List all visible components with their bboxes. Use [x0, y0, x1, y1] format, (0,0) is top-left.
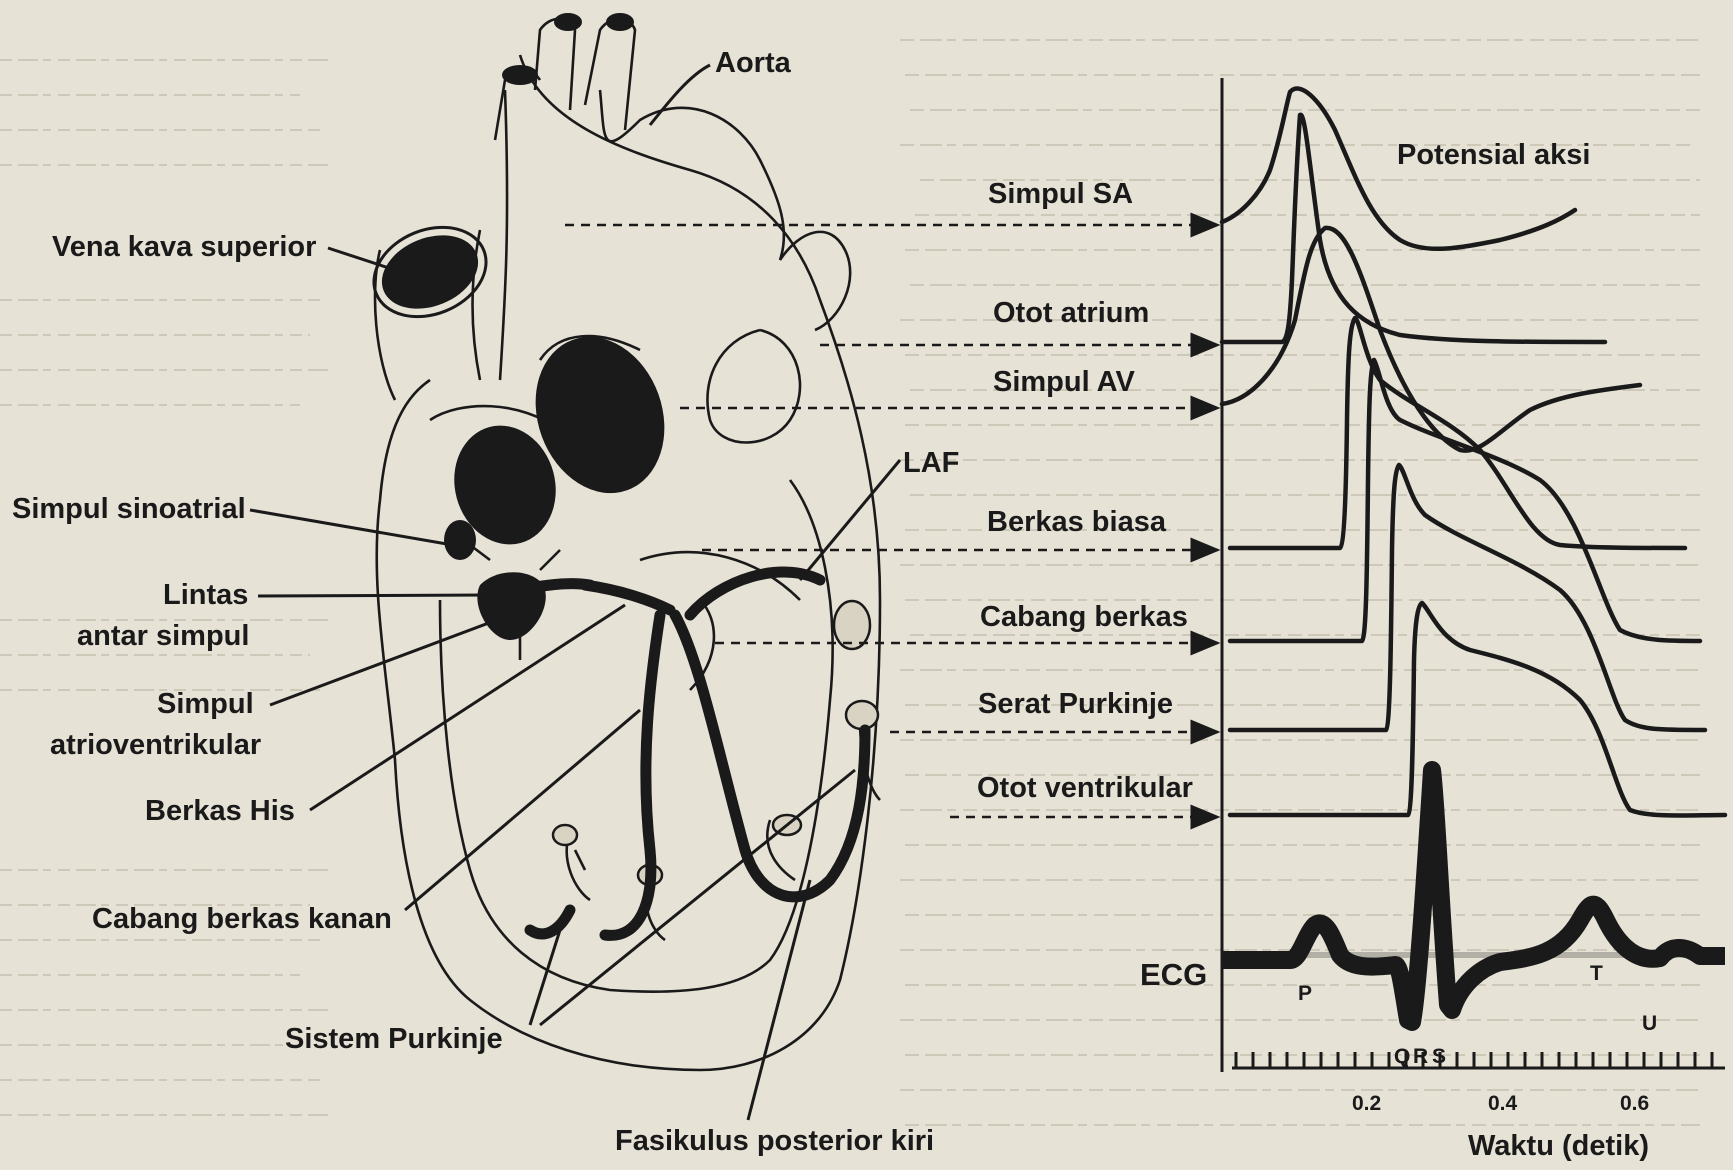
- ecg-wave-t: T: [1590, 962, 1603, 985]
- ecg-wave-r: R: [1413, 1045, 1428, 1068]
- ecg-wave-q: Q: [1394, 1045, 1410, 1068]
- sa-node: [477, 572, 545, 640]
- trace-berkas-biasa: [1230, 318, 1685, 548]
- time-axis-label: Waktu (detik): [1468, 1130, 1649, 1162]
- label-fasikulus-posterior-kiri: Fasikulus posterior kiri: [615, 1125, 934, 1157]
- label-berkas-biasa: Berkas biasa: [987, 506, 1167, 538]
- label-vena-kava-superior: Vena kava superior: [52, 231, 316, 263]
- label-berkas-his: Berkas His: [145, 795, 295, 827]
- label-aorta: Aorta: [715, 47, 792, 79]
- heart-outline: [377, 55, 880, 1070]
- ecg-wave-p: P: [1298, 982, 1312, 1005]
- label-otot-ventrikular: Otot ventrikular: [977, 772, 1193, 804]
- label-sistem-purkinje: Sistem Purkinje: [285, 1023, 503, 1055]
- action-potential-traces: [1222, 78, 1725, 1072]
- label-simpul-av: Simpul AV: [993, 366, 1135, 398]
- label-cabang-berkas: Cabang berkas: [980, 601, 1188, 633]
- label-lintas-line1: Lintas: [163, 579, 248, 611]
- label-simpul-sinoatrial: Simpul sinoatrial: [12, 493, 246, 525]
- label-ecg: ECG: [1140, 957, 1207, 992]
- label-serat-purkinje: Serat Purkinje: [978, 688, 1173, 720]
- time-tick-0-6: 0.6: [1620, 1092, 1649, 1115]
- label-lintas-line2: antar simpul: [77, 620, 249, 652]
- time-tick-0-2: 0.2: [1352, 1092, 1381, 1115]
- label-cabang-berkas-kanan: Cabang berkas kanan: [92, 903, 392, 935]
- label-laf: LAF: [903, 447, 959, 479]
- ecg-trace-group: ECG P Q R S T U: [1140, 770, 1725, 1068]
- label-simpul-av-line2: atrioventrikular: [50, 729, 261, 761]
- label-simpul-av-line1: Simpul: [157, 688, 254, 720]
- left-bundle-branch: [675, 615, 865, 897]
- right-bundle-branch: [605, 615, 660, 935]
- ecg-wave-u: U: [1642, 1012, 1657, 1035]
- label-potensial-aksi: Potensial aksi: [1397, 139, 1590, 171]
- time-axis-group: 0.2 0.4 0.6 Waktu (detik): [1232, 1052, 1725, 1162]
- time-tick-0-4: 0.4: [1488, 1092, 1518, 1115]
- trace-serat-purkinje: [1230, 465, 1705, 730]
- bundle-of-his: [585, 585, 670, 610]
- trace-cabang-berkas: [1230, 360, 1700, 641]
- label-simpul-sa: Simpul SA: [988, 178, 1133, 210]
- label-otot-atrium: Otot atrium: [993, 297, 1149, 329]
